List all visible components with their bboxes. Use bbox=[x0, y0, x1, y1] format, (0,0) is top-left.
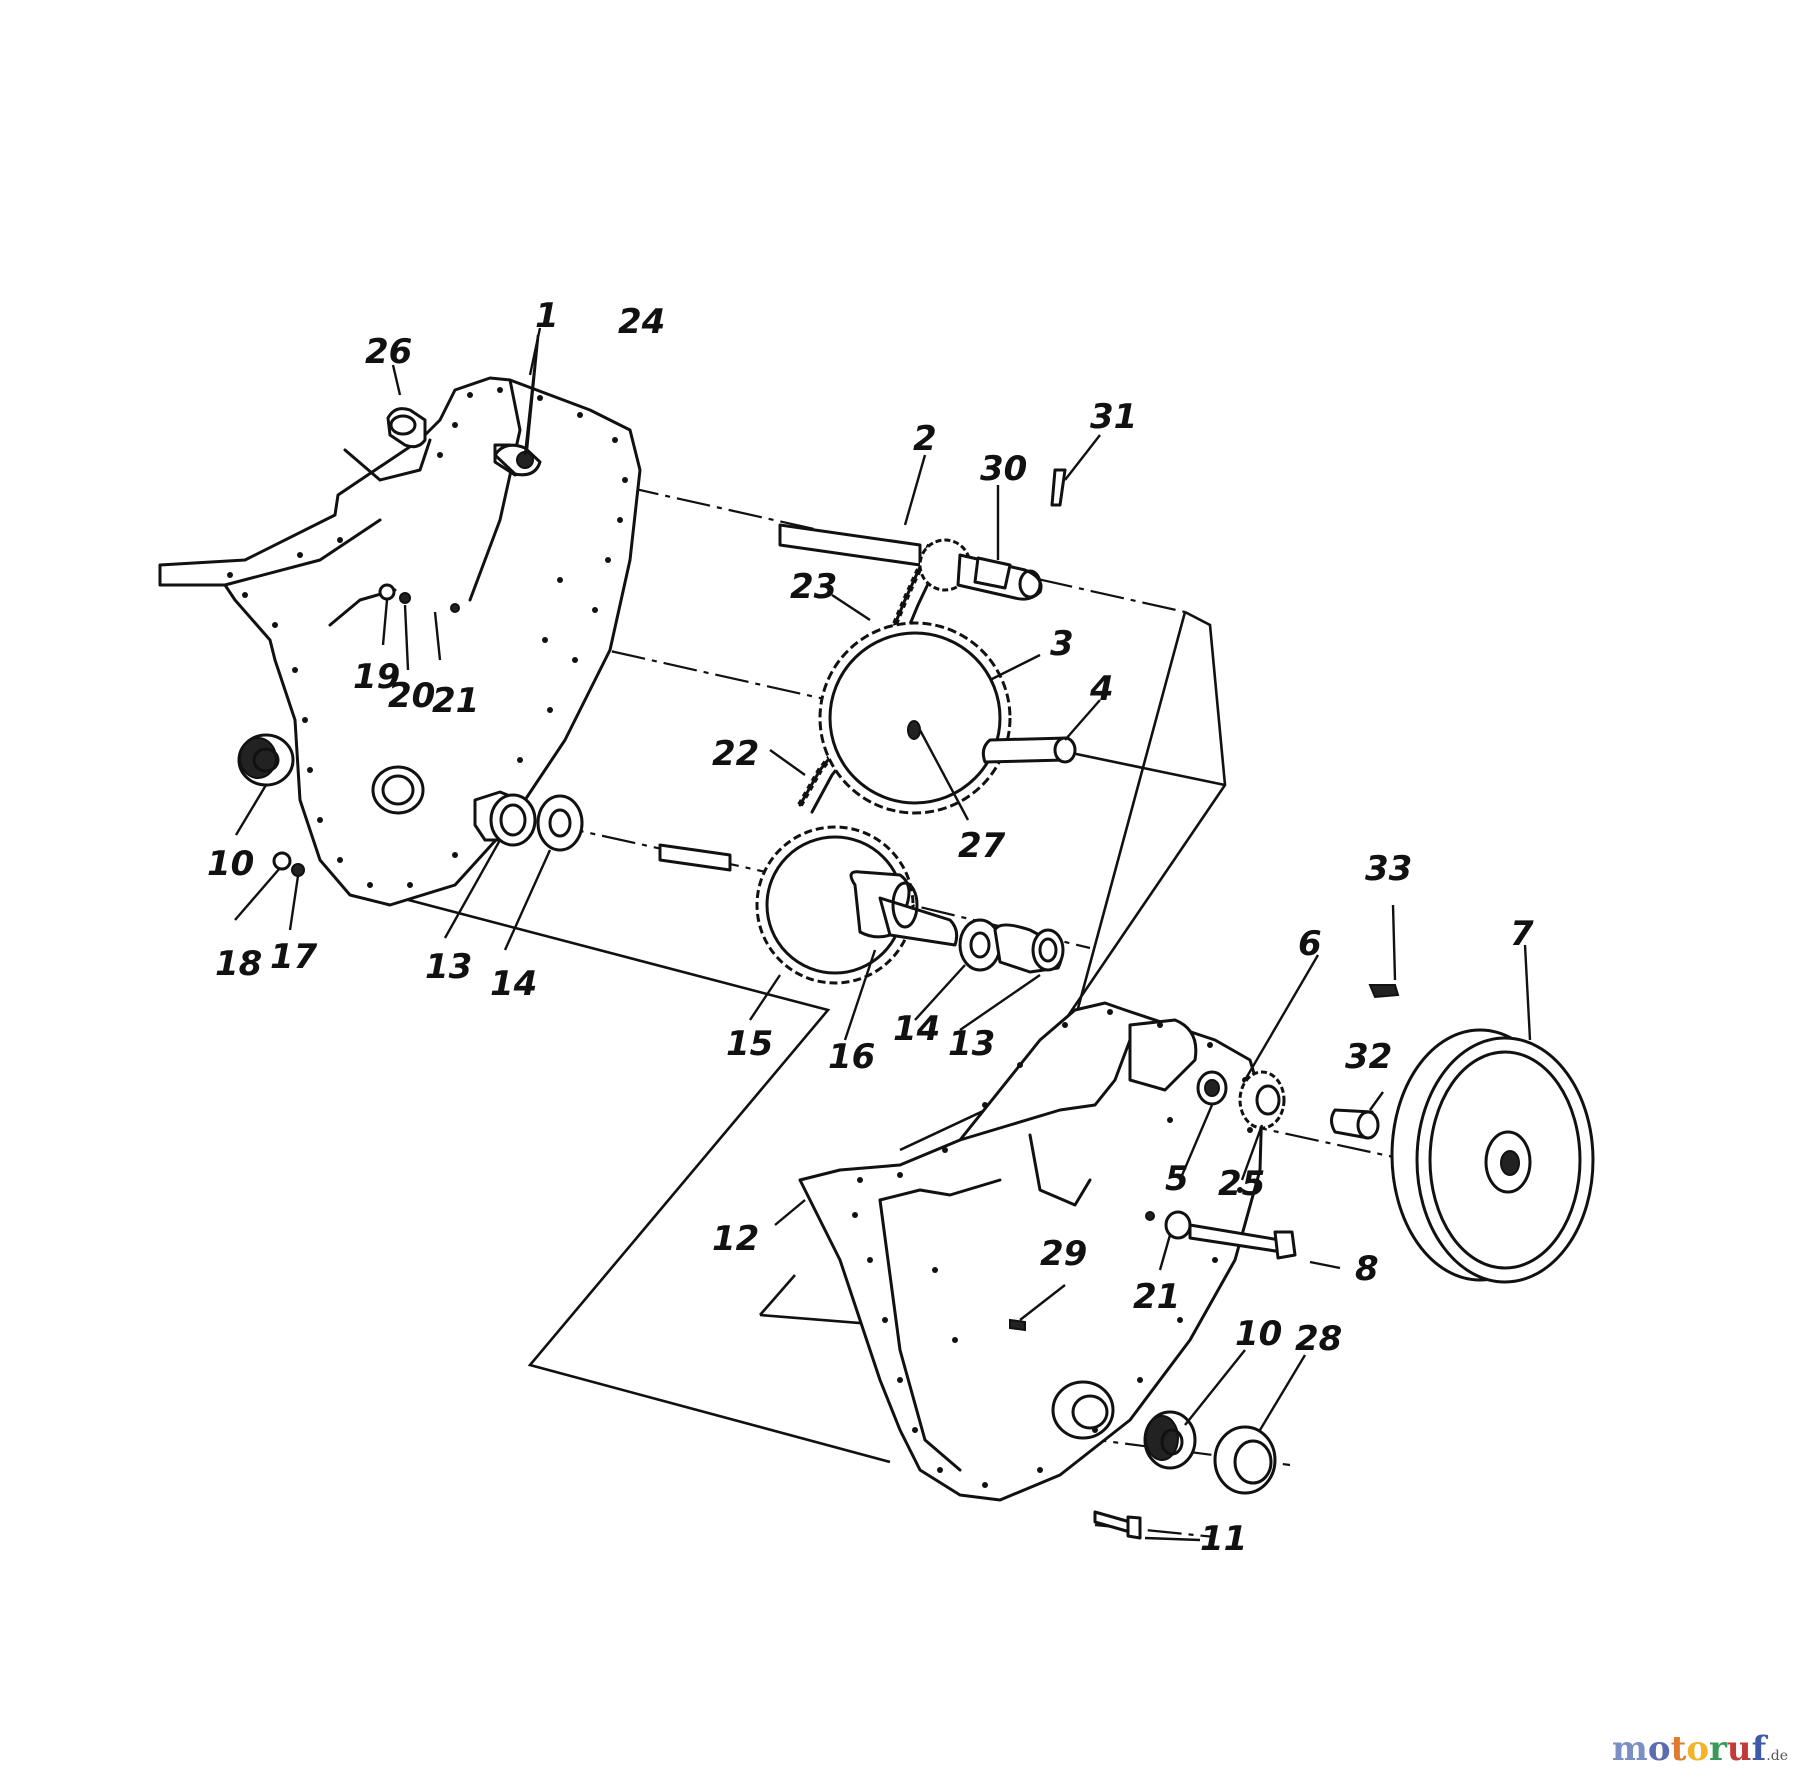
callout-23: 23 bbox=[790, 567, 837, 607]
part-14-washer-left bbox=[536, 794, 584, 852]
watermark-letter: t bbox=[1670, 1729, 1687, 1769]
part-32-spacer bbox=[1330, 1108, 1380, 1140]
callout-8: 8 bbox=[1355, 1249, 1379, 1289]
callout-16: 16 bbox=[828, 1037, 875, 1077]
callout-17: 17 bbox=[270, 937, 318, 977]
callout-10-left: 10 bbox=[207, 844, 254, 884]
callout-20: 20 bbox=[388, 676, 435, 716]
callout-14-left: 14 bbox=[490, 964, 537, 1004]
callout-12: 12 bbox=[712, 1219, 759, 1259]
right-housing-bolt-holes bbox=[852, 1009, 1253, 1488]
part-28-nut bbox=[1213, 1425, 1277, 1495]
callout-13-right: 13 bbox=[948, 1024, 995, 1064]
watermark-letter: f bbox=[1751, 1729, 1767, 1769]
part-5-bearing bbox=[1196, 1070, 1228, 1106]
left-housing-bolt-holes bbox=[227, 387, 628, 888]
callout-5: 5 bbox=[1165, 1159, 1189, 1199]
callout-26: 26 bbox=[365, 332, 412, 372]
part-33-screw bbox=[1368, 984, 1400, 999]
part-26-plug bbox=[386, 407, 427, 449]
watermark-logo-text: motoruf bbox=[1612, 1729, 1766, 1769]
callout-13-left: 13 bbox=[425, 947, 472, 987]
callout-19: 19 bbox=[353, 657, 400, 697]
callout-28: 28 bbox=[1295, 1319, 1342, 1359]
part-8-bolt bbox=[1188, 1223, 1297, 1260]
part-29-screw bbox=[1009, 1318, 1026, 1332]
part-10-seal-left bbox=[237, 733, 295, 787]
part-2-upper-shaft bbox=[778, 523, 922, 567]
part-31-roll-pin bbox=[1050, 468, 1067, 507]
watermark-letter: o bbox=[1647, 1729, 1671, 1769]
part-21-washer-right bbox=[1145, 1210, 1192, 1240]
watermark-letter: m bbox=[1611, 1729, 1648, 1769]
part-13-bearing-right bbox=[993, 923, 1065, 974]
callout-25: 25 bbox=[1218, 1164, 1265, 1204]
callout-21-left: 21 bbox=[432, 681, 479, 721]
callout-10-right: 10 bbox=[1235, 1314, 1282, 1354]
part-30-drive-sprocket bbox=[918, 538, 1043, 601]
callout-27: 27 bbox=[958, 826, 1006, 866]
part-4-spacer bbox=[981, 736, 1077, 764]
callout-3: 3 bbox=[1050, 624, 1074, 664]
callout-11: 11 bbox=[1200, 1519, 1247, 1559]
parts-17-18-nut-washer bbox=[272, 851, 305, 877]
watermark-tld: .de bbox=[1766, 1748, 1788, 1764]
callout-33: 33 bbox=[1365, 849, 1412, 889]
part-14-washer-right bbox=[958, 918, 1002, 972]
callout-1: 1 bbox=[535, 296, 559, 336]
callout-labels: 1 2 3 4 5 6 7 8 10 10 11 12 13 13 14 14 … bbox=[207, 296, 1534, 1559]
callout-6: 6 bbox=[1298, 924, 1322, 964]
callout-2: 2 bbox=[913, 419, 937, 459]
part-24-bushing bbox=[493, 443, 542, 477]
watermark-letter: o bbox=[1686, 1729, 1709, 1769]
parts-19-20-21-fasteners bbox=[378, 583, 460, 613]
right-gear-housing bbox=[798, 1001, 1264, 1502]
part-10-seal-right bbox=[1143, 1410, 1197, 1470]
part-13-bearing-left bbox=[473, 790, 537, 847]
part-3-large-sprocket bbox=[818, 621, 1012, 815]
motoruf-watermark-logo: motoruf.de bbox=[1612, 1729, 1788, 1769]
part-7-pulley bbox=[1390, 1028, 1595, 1284]
callout-29: 29 bbox=[1040, 1234, 1087, 1274]
callout-30: 30 bbox=[980, 449, 1027, 489]
callout-18: 18 bbox=[215, 944, 262, 984]
callout-14-right: 14 bbox=[893, 1009, 940, 1049]
callout-21-right: 21 bbox=[1133, 1277, 1180, 1317]
callout-15: 15 bbox=[726, 1024, 773, 1064]
watermark-letter: u bbox=[1726, 1729, 1752, 1769]
callout-22: 22 bbox=[712, 734, 759, 774]
leader-lines bbox=[234, 327, 1532, 1542]
part-16-hub-lower-shaft bbox=[658, 843, 959, 947]
callout-7: 7 bbox=[1510, 914, 1534, 954]
callout-31: 31 bbox=[1090, 397, 1137, 437]
callout-4: 4 bbox=[1089, 669, 1114, 709]
part-11-screw bbox=[1093, 1510, 1142, 1540]
callout-24: 24 bbox=[618, 302, 665, 342]
part-25-gear bbox=[1238, 1070, 1286, 1130]
callout-32: 32 bbox=[1345, 1037, 1392, 1077]
watermark-letter: r bbox=[1709, 1729, 1727, 1769]
